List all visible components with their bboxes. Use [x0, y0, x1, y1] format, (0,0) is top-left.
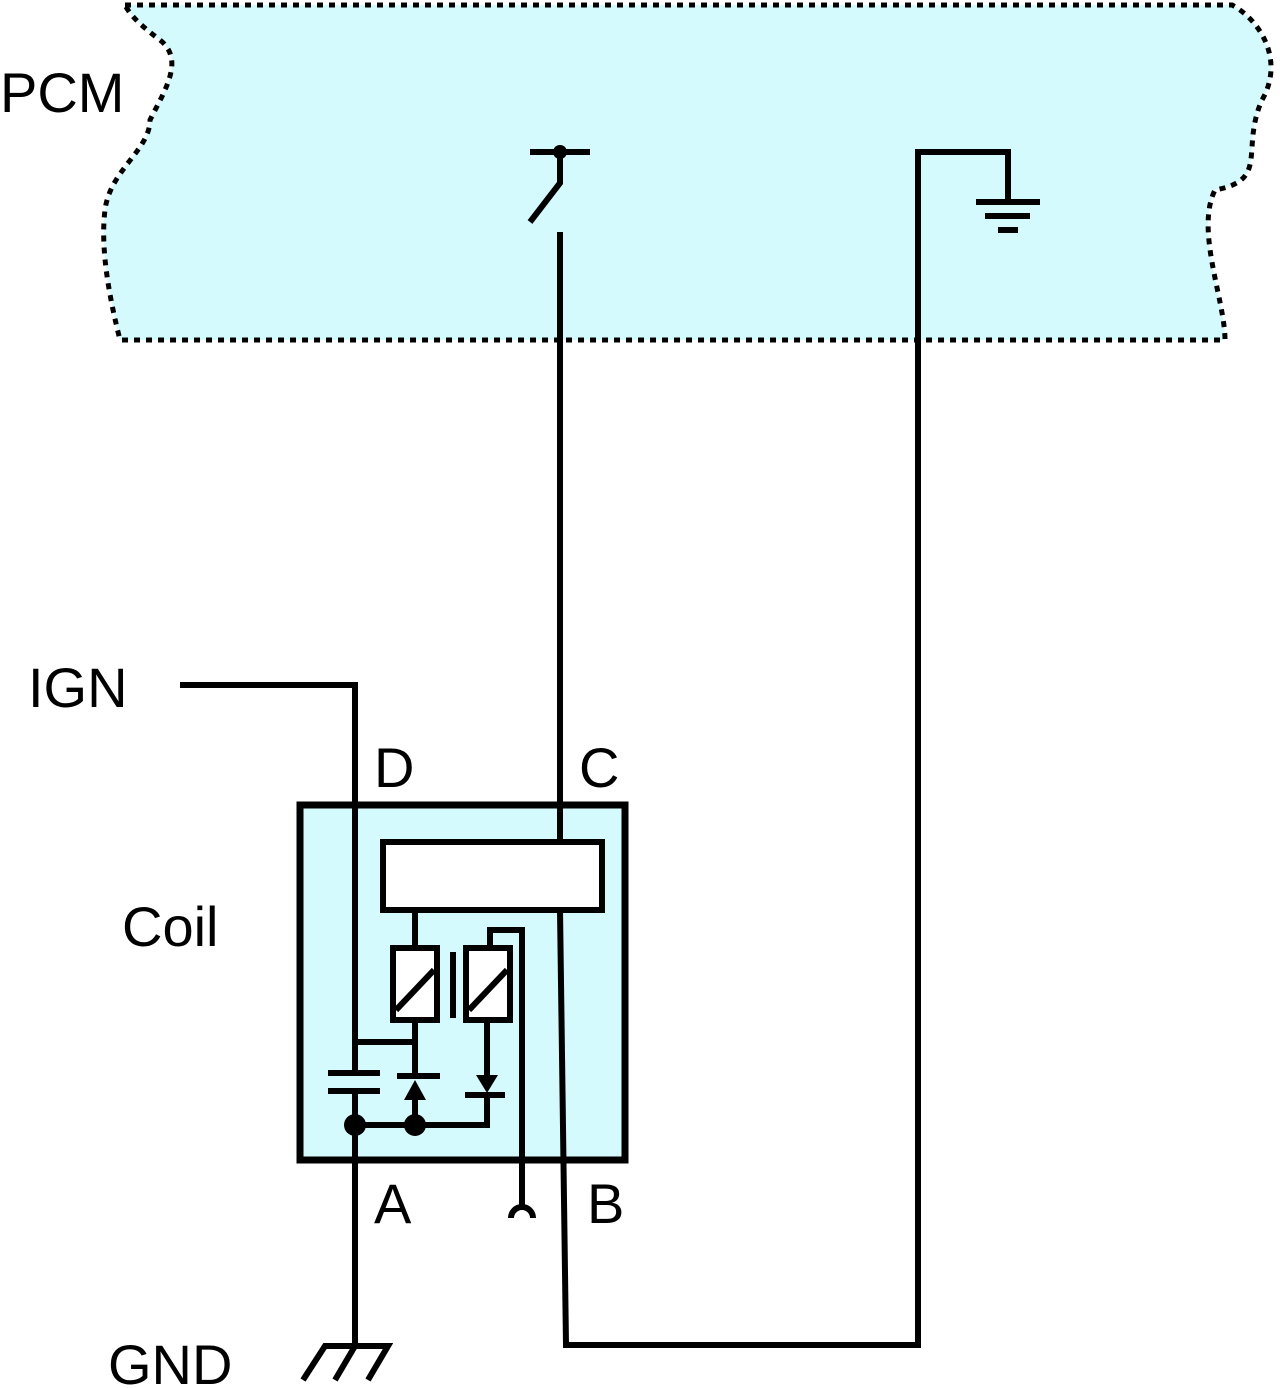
coil-electronics-block [380, 839, 605, 913]
wires [180, 149, 1011, 1348]
junction-dot [344, 1114, 366, 1136]
chassis-ground-icon [300, 1343, 394, 1382]
diode-icon [397, 1073, 440, 1100]
switch-icon [527, 145, 590, 224]
diode-icon [465, 1075, 505, 1098]
pin-c-label: C [579, 736, 619, 799]
coil-icon [390, 945, 513, 1023]
pin-d-label: D [374, 736, 414, 799]
wire-b [557, 149, 1011, 1348]
connector-jack-icon [508, 1204, 536, 1219]
ign-label: IGN [28, 656, 128, 719]
coil-label: Coil [122, 895, 218, 958]
capacitor-icon [328, 1070, 380, 1094]
gnd-label: GND [108, 1333, 232, 1388]
pin-a-label: A [374, 1172, 412, 1235]
pcm-module [101, 2, 1274, 343]
junction-dot [404, 1114, 426, 1136]
pcm-label: PCM [0, 61, 124, 124]
wire-ign [180, 682, 358, 1073]
pin-b-label: B [587, 1172, 624, 1235]
